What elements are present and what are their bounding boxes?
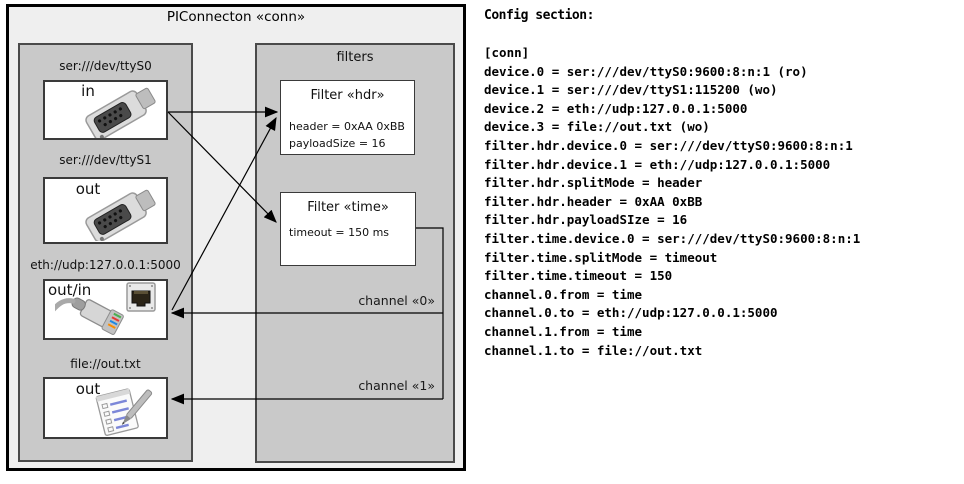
device-label-ttys1: ser:///dev/ttyS1 [59, 153, 152, 167]
device-label-eth: eth://udp:127.0.0.1:5000 [30, 258, 181, 272]
filter-time-title: Filter «time» [307, 200, 389, 215]
filter-hdr-title: Filter «hdr» [310, 88, 385, 103]
filters-panel-title: filters [336, 50, 374, 65]
ethernet-jack-icon [126, 282, 156, 312]
config-text: [conn] device.0 = ser:///dev/ttyS0:9600:… [484, 45, 861, 358]
channel-0-label: channel «0» [358, 293, 435, 308]
device-direction-file: out [75, 380, 101, 398]
filter-hdr-box: Filter «hdr» header = 0xAA 0xBB payloadS… [280, 80, 415, 155]
device-direction-ttys1: out [75, 180, 101, 198]
diagram-title: PIConnecton «conn» [166, 9, 306, 25]
filter-hdr-attr-payloadsize: payloadSize = 16 [289, 137, 386, 150]
device-direction-ttys0: in [81, 82, 95, 100]
channel-1-label: channel «1» [358, 378, 435, 393]
serial-port-photo-icon [85, 87, 156, 138]
filter-time-box: Filter «time» timeout = 150 ms [280, 192, 416, 266]
ethernet-plug-icon [55, 297, 124, 335]
config-section-title: Config section: [484, 8, 594, 23]
serial-port-photo-icon [85, 189, 156, 241]
filter-time-attr-timeout: timeout = 150 ms [289, 226, 390, 239]
device-direction-eth: out/in [48, 281, 92, 299]
notepad-icon [95, 388, 153, 436]
device-label-ttys0: ser:///dev/ttyS0 [59, 59, 152, 73]
filter-hdr-attr-header: header = 0xAA 0xBB [289, 120, 405, 133]
device-label-file: file://out.txt [70, 357, 141, 371]
